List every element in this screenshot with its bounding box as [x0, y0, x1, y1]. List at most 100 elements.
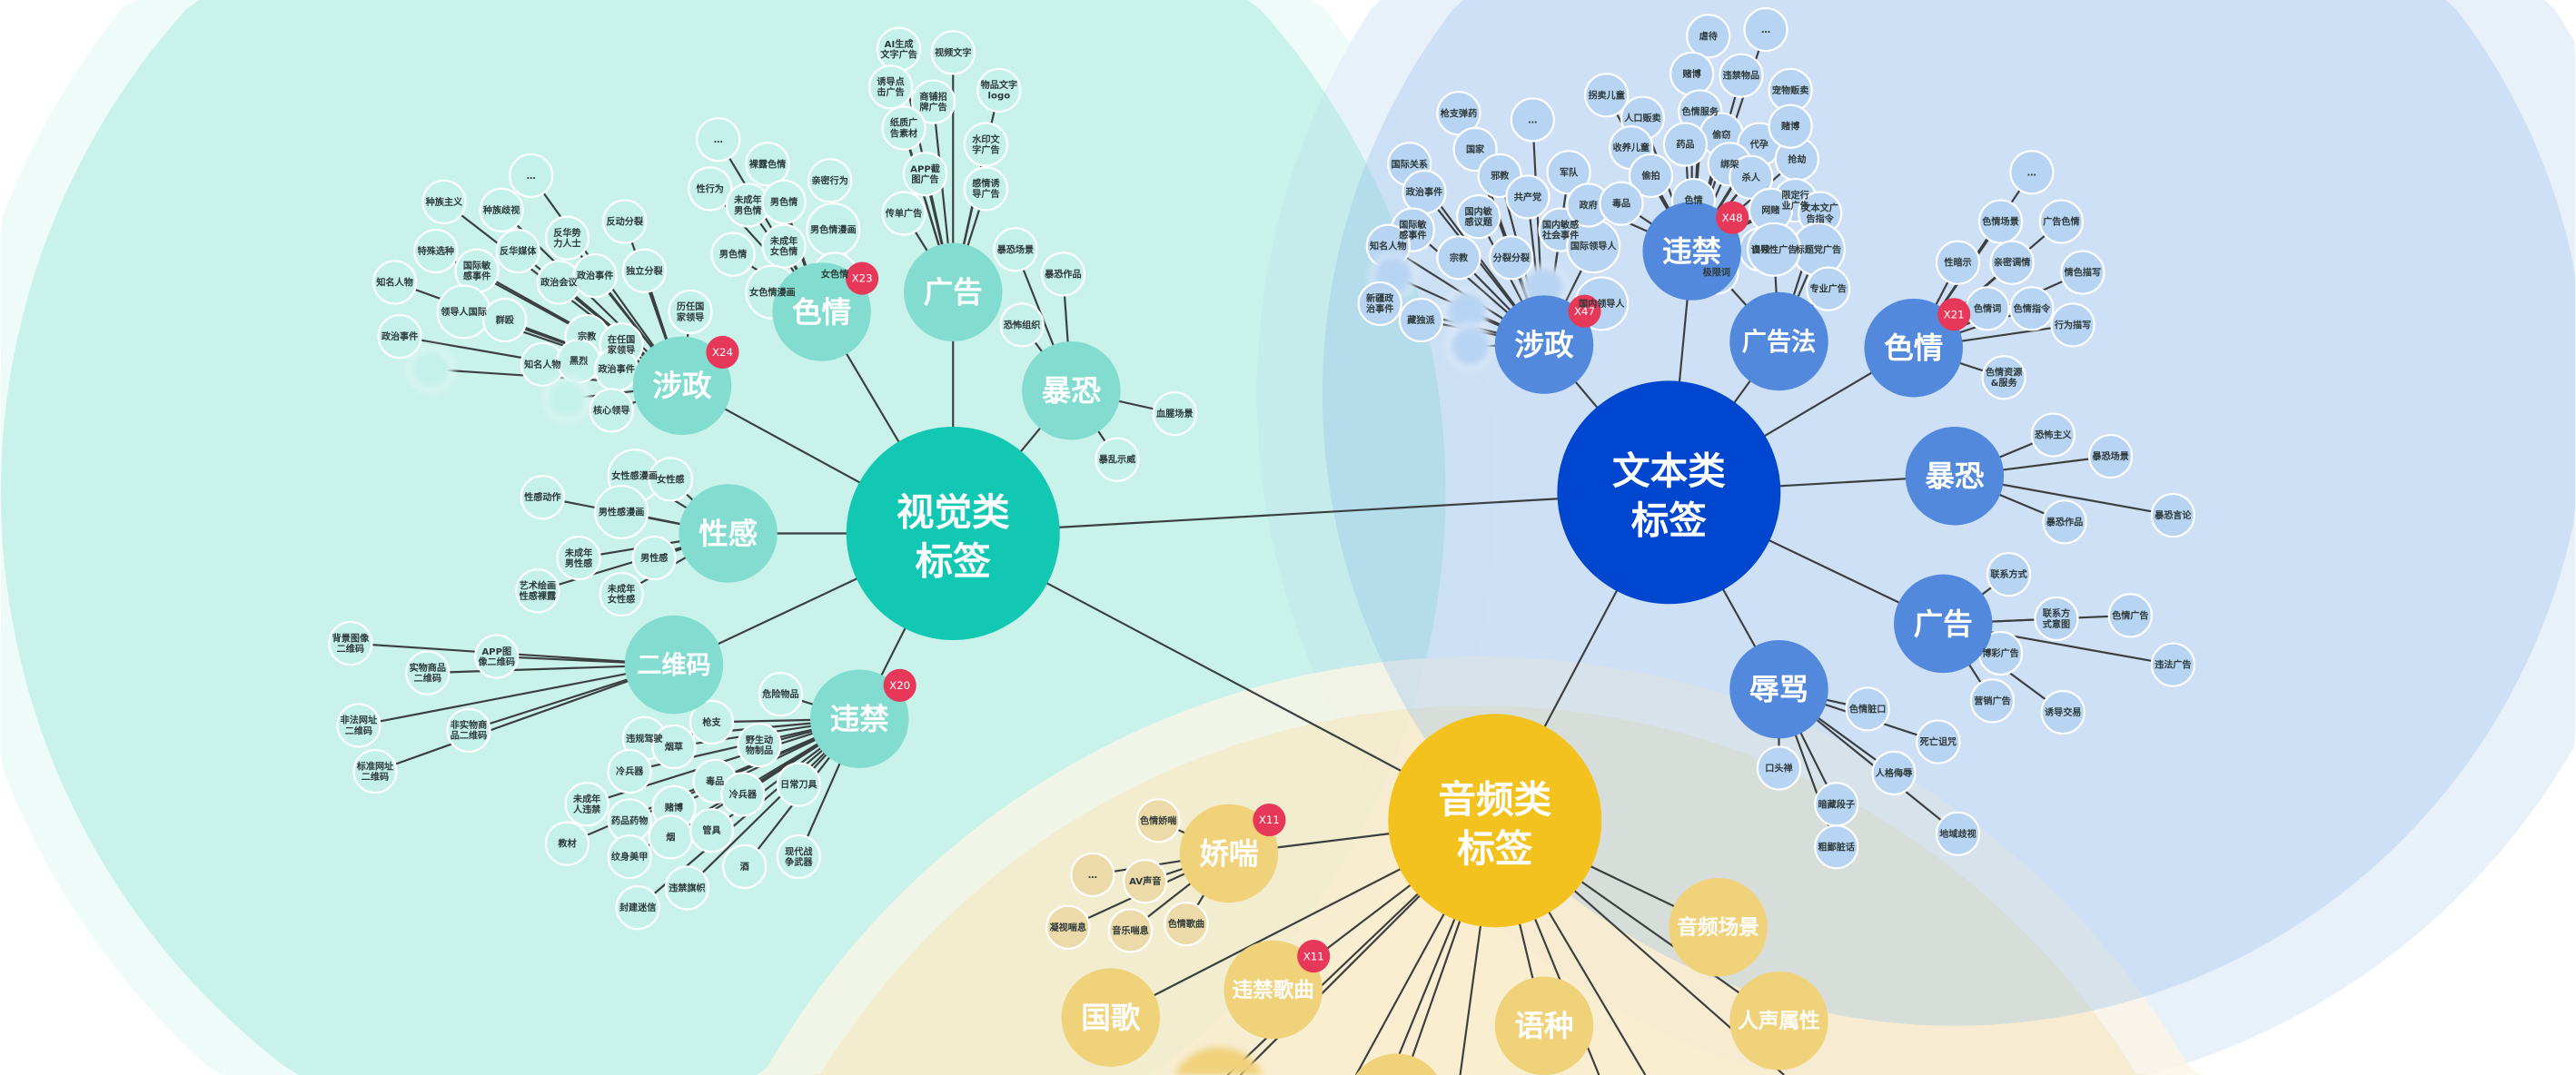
category-node-circle[interactable] — [1864, 298, 1963, 398]
leaf-node-circle[interactable] — [556, 536, 601, 581]
leaf-node-circle[interactable] — [2038, 199, 2084, 244]
leaf-node-circle[interactable] — [902, 152, 948, 197]
leaf-node-circle[interactable] — [474, 634, 520, 679]
leaf-node-circle[interactable] — [689, 699, 735, 745]
leaf-node-circle[interactable] — [963, 122, 1008, 167]
leaf-node-circle[interactable] — [1729, 154, 1774, 200]
category-node-circle[interactable] — [1022, 340, 1121, 440]
category-node-circle[interactable] — [679, 484, 778, 583]
leaf-node-circle[interactable] — [377, 313, 422, 360]
leaf-node-circle[interactable] — [867, 64, 914, 110]
leaf-node-circle[interactable] — [688, 166, 733, 212]
category-node-circle[interactable] — [904, 242, 1003, 341]
leaf-node-circle[interactable] — [993, 227, 1038, 272]
category-node-circle[interactable] — [1494, 295, 1594, 394]
leaf-node-circle[interactable] — [482, 297, 528, 343]
leaf-node-circle[interactable] — [544, 821, 590, 866]
leaf-node-circle[interactable] — [1489, 235, 1534, 281]
leaf-node-circle[interactable] — [1398, 297, 1444, 343]
category-node-circle[interactable] — [1347, 1053, 1446, 1075]
leaf-node-circle[interactable] — [1814, 824, 1859, 870]
category-node-circle[interactable] — [1642, 202, 1741, 301]
leaf-node-circle[interactable] — [722, 843, 768, 890]
category-node-circle[interactable] — [1894, 574, 1993, 674]
leaf-node-circle[interactable] — [963, 166, 1008, 212]
leaf-node-circle[interactable] — [2042, 499, 2087, 545]
leaf-node-circle[interactable] — [2009, 150, 2055, 195]
leaf-node-circle[interactable] — [776, 762, 821, 807]
leaf-node-circle[interactable] — [1095, 437, 1140, 482]
leaf-node-circle[interactable] — [1981, 355, 2026, 400]
leaf-node-circle[interactable] — [1456, 194, 1501, 240]
leaf-node-circle[interactable] — [1806, 266, 1851, 311]
leaf-node-circle[interactable] — [495, 228, 540, 274]
category-node-circle[interactable] — [1669, 878, 1768, 977]
leaf-node-circle[interactable] — [1743, 6, 1788, 53]
leaf-node-circle[interactable] — [1845, 686, 1890, 732]
category-node-circle[interactable] — [624, 615, 724, 715]
leaf-node-circle[interactable] — [1357, 281, 1402, 326]
leaf-node-circle[interactable] — [1448, 323, 1493, 369]
leaf-node-circle[interactable] — [1152, 390, 1197, 437]
leaf-node-circle[interactable] — [2030, 412, 2076, 458]
leaf-node-circle[interactable] — [544, 215, 590, 261]
leaf-node-circle[interactable] — [758, 672, 804, 717]
leaf-node-circle[interactable] — [1935, 240, 1981, 285]
leaf-node-circle[interactable] — [668, 289, 713, 335]
leaf-node-circle[interactable] — [1505, 174, 1551, 220]
leaf-node-circle[interactable] — [651, 724, 697, 770]
leaf-node-circle[interactable] — [696, 117, 741, 163]
leaf-node-circle[interactable] — [976, 67, 1022, 113]
leaf-node-circle[interactable] — [2088, 433, 2134, 479]
leaf-node-circle[interactable] — [2050, 302, 2095, 348]
leaf-node-circle[interactable] — [1045, 904, 1091, 950]
leaf-node-circle[interactable] — [1977, 199, 2024, 244]
audio-tags-center-node[interactable] — [1388, 714, 1602, 928]
leaf-node-circle[interactable] — [413, 228, 459, 274]
leaf-node-circle[interactable] — [1747, 222, 1802, 277]
leaf-node-circle[interactable] — [1599, 181, 1644, 226]
leaf-node-circle[interactable] — [615, 885, 660, 931]
leaf-node-circle[interactable] — [1989, 240, 2035, 285]
leaf-node-circle[interactable] — [621, 248, 667, 293]
leaf-node-circle[interactable] — [910, 79, 956, 124]
leaf-node-circle[interactable] — [328, 621, 373, 666]
leaf-node-circle[interactable] — [1935, 811, 1981, 856]
leaf-node-circle[interactable] — [1719, 53, 1764, 98]
leaf-node-circle[interactable] — [807, 158, 853, 203]
leaf-node-circle[interactable] — [1768, 104, 1813, 149]
leaf-node-circle[interactable] — [2150, 642, 2195, 687]
category-node-circle[interactable] — [1224, 940, 1323, 1040]
text-tags-center-node[interactable] — [1557, 380, 1781, 605]
leaf-node-circle[interactable] — [881, 105, 926, 151]
leaf-node-circle[interactable] — [2034, 596, 2079, 642]
leaf-node-circle[interactable] — [607, 834, 652, 880]
leaf-node-circle[interactable] — [1123, 859, 1168, 904]
category-node-circle[interactable] — [1061, 968, 1161, 1067]
leaf-node-circle[interactable] — [446, 707, 491, 753]
leaf-node-circle[interactable] — [2060, 250, 2105, 295]
leaf-node-circle[interactable] — [2107, 593, 2153, 638]
category-node-circle[interactable] — [1494, 976, 1594, 1075]
leaf-node-circle[interactable] — [1686, 14, 1731, 59]
leaf-node-circle[interactable] — [745, 142, 790, 187]
leaf-node-circle[interactable] — [421, 179, 467, 224]
leaf-node-circle[interactable] — [631, 536, 677, 581]
leaf-node-circle[interactable] — [1662, 122, 1709, 167]
leaf-node-circle[interactable] — [1628, 153, 1674, 199]
leaf-node-circle[interactable] — [737, 723, 782, 768]
leaf-node-circle[interactable] — [544, 376, 590, 421]
leaf-node-circle[interactable] — [664, 865, 709, 911]
category-node-circle[interactable] — [1729, 971, 1828, 1070]
leaf-node-circle[interactable] — [1135, 798, 1181, 843]
category-node-circle[interactable] — [1179, 804, 1279, 903]
leaf-node-circle[interactable] — [761, 179, 807, 224]
category-node-circle[interactable] — [1729, 291, 1828, 391]
leaf-node-circle[interactable] — [1510, 97, 1555, 143]
category-node-circle[interactable] — [1169, 1047, 1269, 1075]
leaf-node-circle[interactable] — [1546, 150, 1591, 195]
leaf-node-circle[interactable] — [1070, 852, 1115, 898]
leaf-node-circle[interactable] — [1040, 251, 1085, 297]
leaf-node-circle[interactable] — [2040, 689, 2086, 735]
leaf-node-circle[interactable] — [689, 808, 735, 853]
